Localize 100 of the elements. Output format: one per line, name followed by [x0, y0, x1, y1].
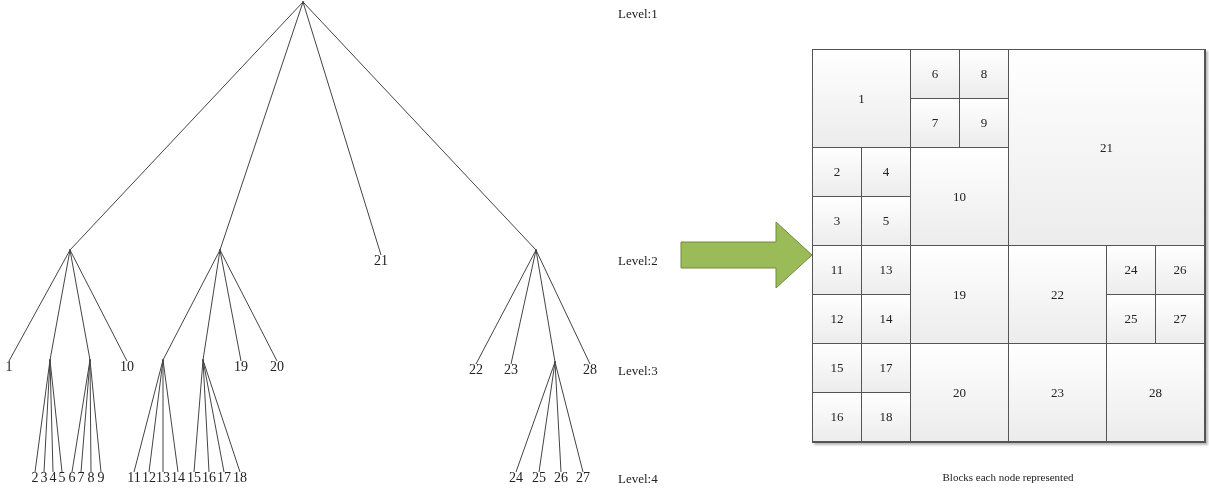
block-number: 23 [1051, 384, 1064, 401]
branch-line [219, 249, 278, 362]
branch-line [535, 249, 591, 365]
tree-node-number: 19 [234, 359, 248, 375]
tree-node-number: 16 [202, 470, 216, 486]
branch-line [510, 249, 537, 365]
branch-line [202, 249, 221, 361]
block-number: 1 [858, 90, 865, 107]
block-number: 25 [1124, 311, 1138, 327]
tree-node-number: 28 [583, 362, 597, 378]
branch-line [49, 249, 71, 361]
block [1008, 49, 1205, 246]
tree-node-number: 12 [142, 470, 156, 486]
caption: Blocks each node represented [942, 471, 1074, 483]
block-number: 24 [1124, 262, 1138, 278]
block [861, 392, 911, 442]
block-number: 17 [879, 360, 893, 376]
tree-node-number: 3 [40, 470, 48, 486]
block-number: 2 [833, 164, 841, 180]
block-arrow [680, 221, 813, 289]
block [812, 294, 862, 344]
branch-line [162, 359, 179, 473]
tree-node-number: 15 [187, 470, 201, 486]
block-number: 26 [1173, 262, 1187, 278]
tree-node-number: 17 [217, 470, 231, 486]
branch-line [89, 359, 92, 473]
branch-line [515, 361, 556, 473]
tree-node-number: 5 [58, 470, 66, 486]
block [910, 245, 1009, 344]
block-number: 7 [931, 115, 939, 131]
block [910, 343, 1009, 442]
level-label: Level:4 [618, 471, 658, 487]
block [1106, 343, 1205, 442]
tree-node-number: 20 [270, 359, 284, 375]
block [1155, 245, 1205, 295]
branch-line [162, 249, 221, 361]
block [861, 294, 911, 344]
block-number: 10 [953, 188, 966, 205]
block [910, 147, 1009, 246]
block [861, 147, 911, 197]
branch-line [554, 361, 562, 473]
block [959, 49, 1009, 99]
block [861, 245, 911, 295]
block [812, 49, 911, 148]
block [1106, 245, 1156, 295]
branch-line [162, 359, 164, 473]
block-number: 9 [980, 115, 988, 131]
block [861, 196, 911, 246]
branch-line [69, 1, 304, 251]
tree-node-number: 22 [469, 362, 483, 378]
block [812, 245, 862, 295]
level-label: Level:2 [618, 253, 658, 269]
block-number: 15 [830, 360, 844, 376]
tree-node-number: 24 [509, 470, 523, 486]
block-number: 22 [1051, 286, 1064, 303]
branch-line [69, 249, 91, 361]
block-number: 16 [830, 409, 844, 425]
tree-node-number: 1 [5, 359, 13, 375]
block-number: 5 [882, 213, 890, 229]
block-number: 4 [882, 164, 890, 180]
level-label: Level:1 [618, 6, 658, 22]
block [1106, 294, 1156, 344]
block-number: 20 [953, 384, 966, 401]
branch-line [475, 249, 537, 365]
branch-line [69, 249, 128, 362]
branch-line [202, 359, 241, 473]
block-number: 18 [879, 409, 893, 425]
branch-line [49, 359, 63, 473]
branch-line [8, 249, 71, 362]
tree-node-number: 18 [233, 470, 247, 486]
block [861, 343, 911, 393]
tree-node-number: 14 [171, 470, 185, 486]
block-number: 28 [1149, 384, 1162, 401]
tree-node-number: 26 [554, 470, 568, 486]
block-number: 27 [1173, 311, 1187, 327]
block [812, 392, 862, 442]
block [910, 49, 960, 99]
tree-node-number: 13 [156, 470, 170, 486]
branch-line [49, 359, 54, 473]
level-label: Level:3 [618, 363, 658, 379]
block [812, 196, 862, 246]
block [1008, 245, 1107, 344]
tree-node-number: 23 [504, 362, 518, 378]
block-diagram-frame [812, 49, 1206, 443]
block-number: 13 [879, 262, 893, 278]
branch-line [219, 249, 242, 362]
block-number: 6 [931, 66, 939, 82]
branch-line [219, 1, 304, 251]
tree-node-number: 21 [374, 253, 388, 269]
branch-line [89, 359, 102, 473]
tree-node-number: 11 [127, 470, 141, 486]
tree-node-number: 6 [68, 470, 76, 486]
block [1008, 343, 1107, 442]
branch-line [302, 1, 382, 256]
block-number: 11 [830, 262, 844, 278]
block [1155, 294, 1205, 344]
block-number: 19 [953, 286, 966, 303]
block-number: 3 [833, 213, 841, 229]
tree-node-number: 4 [49, 470, 57, 486]
tree-node-number: 25 [532, 470, 546, 486]
